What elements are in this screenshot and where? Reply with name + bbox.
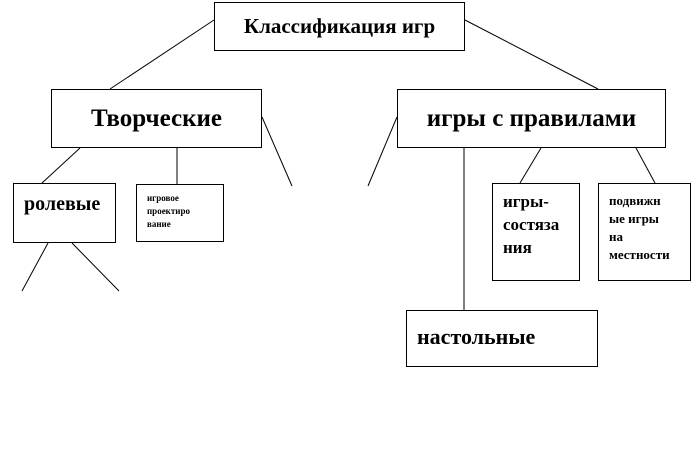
node-label-line: на [609,228,623,244]
connector-role-left [21,242,49,292]
node-creative: Творческие [51,89,262,148]
node-game-classification: Классификация игр [214,2,465,51]
connector-rules-extra [367,116,398,187]
node-game-building: игровое проектиро вание [136,184,224,242]
connector-rules-outdoor [635,147,656,184]
connector-root-creative [109,19,215,90]
node-label: Классификация игр [243,14,436,39]
node-games-with-rules: игры с правилами [397,89,666,148]
node-label: ролевые [24,193,101,215]
node-label: Творческие [90,104,223,132]
connector-rules-competition [519,147,542,184]
node-board-games: настольные [406,310,598,367]
node-label-line: ния [503,237,532,257]
node-label-line: местности [609,246,670,262]
node-label-line: ые игры [609,210,659,226]
node-label-line: проектиро [147,206,190,217]
node-role-play: ролевые [13,183,116,243]
node-competition-games: игры- состяза ния [492,183,580,281]
node-label-line: игровое [147,193,179,203]
node-label-line: состяза [503,214,560,234]
node-label: игры с правилами [426,104,637,132]
connector-creative-role [41,147,81,184]
connector-creative-extra [261,116,293,187]
connector-root-rules [464,19,599,90]
node-outdoor-games: подвижн ые игры на местности [598,183,691,281]
node-label: настольные [417,324,536,349]
connector-role-right [71,242,120,292]
node-label-line: вание [147,219,171,230]
node-label-line: игры- [503,192,549,211]
node-label-line: подвижн [609,193,661,208]
